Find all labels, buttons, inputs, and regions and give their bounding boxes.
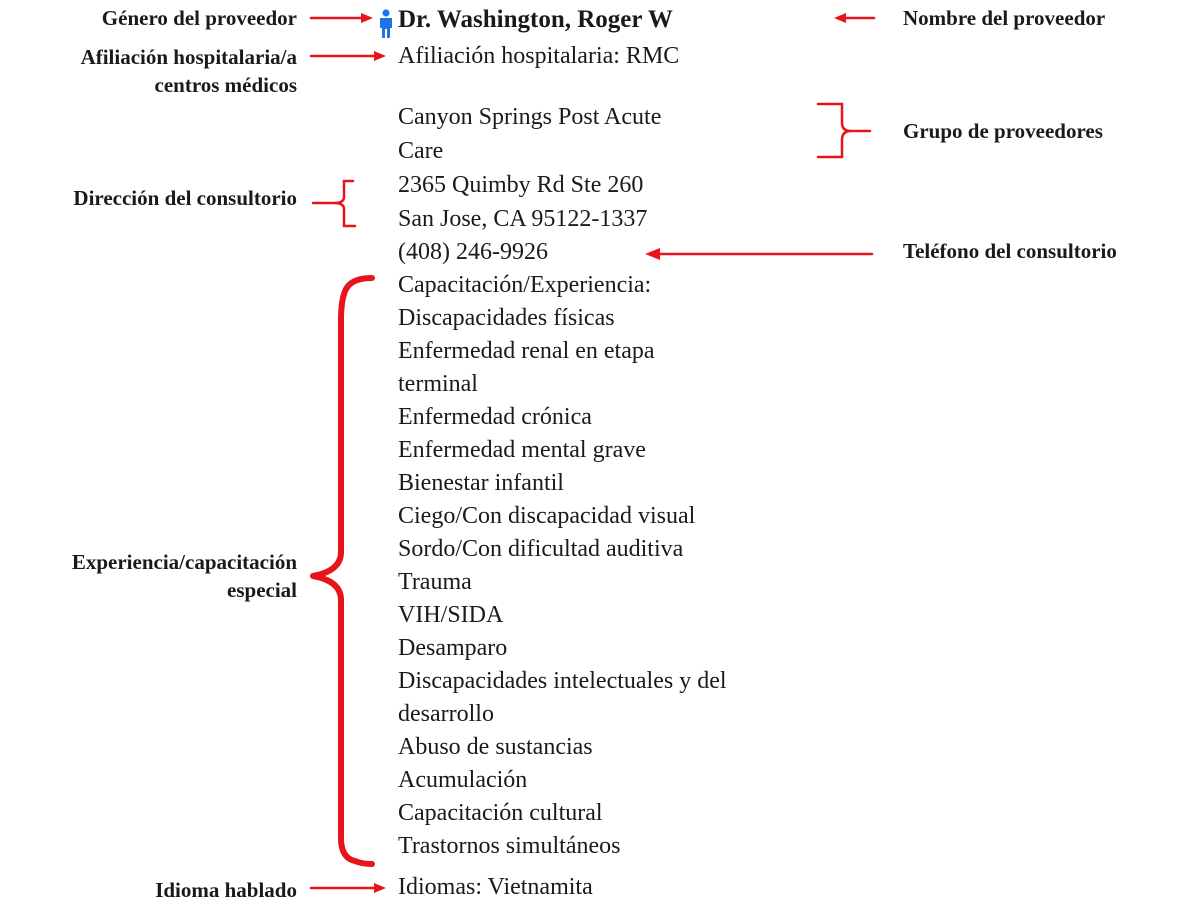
training-item: terminal — [398, 371, 478, 397]
label-office-phone: Teléfono del consultorio — [903, 239, 1117, 263]
special-training-bracket — [310, 275, 375, 867]
training-heading: Capacitación/Experiencia: — [398, 272, 652, 298]
training-item: Trauma — [398, 569, 472, 595]
languages-spoken: Idiomas: Vietnamita — [398, 874, 593, 900]
affiliation-arrowhead — [374, 51, 386, 61]
language-arrowhead — [374, 883, 386, 893]
training-item: Desamparo — [398, 635, 508, 661]
training-item: Enfermedad renal en etapa — [398, 338, 655, 364]
training-item: Discapacidades físicas — [398, 305, 615, 331]
office-address-line1: 2365 Quimby Rd Ste 260 — [398, 172, 644, 198]
training-list: Capacitación/Experiencia: Discapacidades… — [398, 269, 727, 863]
training-item: Enfermedad crónica — [398, 404, 592, 430]
training-item: VIH/SIDA — [398, 602, 504, 628]
label-hospital-affiliation: Afiliación hospitalaria/a centros médico… — [81, 43, 297, 99]
label-provider-name: Nombre del proveedor — [903, 6, 1106, 30]
training-item: Discapacidades intelectuales y del — [398, 668, 727, 694]
male-person-icon — [380, 9, 392, 38]
office-phone-arrowhead — [645, 248, 660, 260]
label-office-address: Dirección del consultorio — [73, 186, 297, 210]
training-item: desarrollo — [398, 701, 494, 727]
office-phone: (408) 246-9926 — [398, 239, 548, 265]
training-item: Trastornos simultáneos — [398, 833, 621, 859]
label-hospital-affiliation-line2: centros médicos — [154, 73, 298, 97]
provider-group-line2: Care — [398, 138, 444, 164]
training-item: Ciego/Con discapacidad visual — [398, 503, 696, 529]
provider-group-bracket — [816, 102, 852, 159]
training-item: Capacitación cultural — [398, 800, 603, 826]
training-item: Acumulación — [398, 767, 528, 793]
training-item: Enfermedad mental grave — [398, 437, 646, 463]
gender-arrowhead — [361, 13, 373, 23]
label-provider-group: Grupo de proveedores — [903, 119, 1103, 143]
training-item: Bienestar infantil — [398, 470, 564, 496]
training-item: Abuso de sustancias — [398, 734, 593, 760]
hospital-affiliation: Afiliación hospitalaria: RMC — [398, 43, 680, 69]
provider-group-line1: Canyon Springs Post Acute — [398, 104, 662, 130]
label-special-training-line2: especial — [227, 578, 297, 602]
office-address-bracket — [333, 179, 357, 228]
office-address-line2: San Jose, CA 95122-1337 — [398, 206, 648, 232]
label-special-training: Experiencia/capacitación especial — [72, 548, 297, 604]
provider-name[interactable]: Dr. Washington, Roger W — [398, 6, 673, 33]
provider-name-arrowhead — [834, 13, 846, 23]
training-item: Sordo/Con dificultad auditiva — [398, 536, 684, 562]
label-special-training-line1: Experiencia/capacitación — [71, 550, 297, 574]
label-language-spoken: Idioma hablado — [155, 878, 297, 902]
label-hospital-affiliation-line1: Afiliación hospitalaria/a — [80, 45, 297, 69]
label-provider-gender: Género del proveedor — [101, 6, 297, 30]
